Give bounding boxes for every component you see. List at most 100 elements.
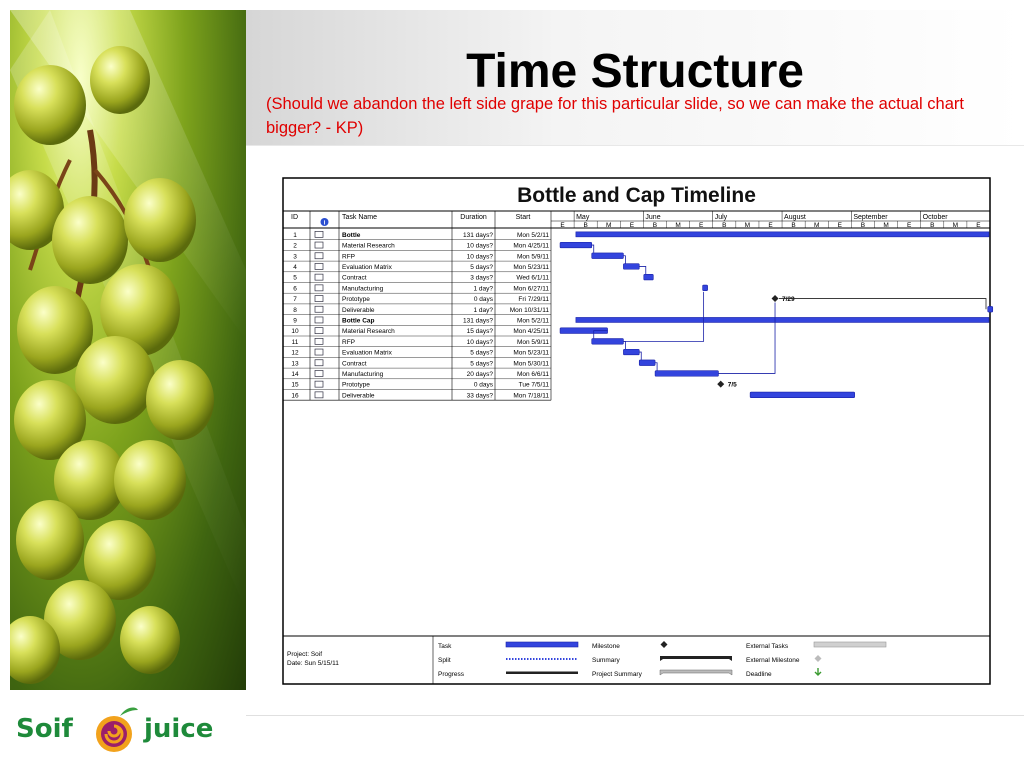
header-background: [246, 10, 1024, 145]
footer-project: Project: Soif: [287, 651, 322, 658]
task-start: Mon 7/18/11: [513, 392, 549, 399]
info-icon: [320, 218, 329, 226]
dependency-link: [593, 330, 608, 339]
task-duration: 1 day?: [473, 285, 493, 292]
month-label-july: July: [715, 214, 728, 221]
subperiod-label: B: [722, 222, 726, 229]
dependency-link: [718, 302, 776, 374]
summary-bar: [575, 317, 990, 323]
header-start: Start: [516, 214, 531, 221]
task-start: Mon 4/25/11: [513, 243, 549, 250]
subperiod-label: E: [838, 222, 843, 229]
task-name: RFP: [342, 339, 355, 346]
task-duration: 33 days?: [467, 392, 494, 399]
task-id: 1: [293, 232, 297, 239]
task-id: 3: [293, 253, 297, 260]
task-duration: 10 days?: [467, 339, 494, 346]
task-duration: 0 days: [474, 382, 494, 389]
task-name: Manufacturing: [342, 285, 384, 292]
task-duration: 10 days?: [467, 243, 494, 250]
task-note-icon: [314, 273, 324, 281]
task-note-icon: [314, 348, 324, 356]
logo-word-right: juice: [144, 714, 214, 744]
footer-date: Date: Sun 5/15/11: [287, 660, 339, 667]
legend-label-external-milestone: External Milestone: [746, 657, 800, 664]
slide-note: (Should we abandon the left side grape f…: [266, 95, 964, 137]
task-name: Deliverable: [342, 392, 375, 399]
task-note-icon: [314, 305, 324, 313]
task-start: Mon 5/9/11: [517, 339, 549, 346]
header-task-name: Task Name: [342, 214, 377, 221]
subperiod-label: E: [907, 222, 912, 229]
subperiod-label: M: [953, 222, 958, 229]
header-duration: Duration: [460, 214, 487, 221]
subperiod-label: E: [560, 222, 565, 229]
milestone-date: 7/29: [782, 296, 795, 303]
task-name: Material Research: [342, 328, 395, 335]
subperiod-label: E: [699, 222, 704, 229]
month-label-september: September: [853, 214, 888, 221]
legend-label-deadline: Deadline: [746, 671, 772, 678]
legend-label-progress: Progress: [438, 671, 465, 678]
task-bar: [654, 370, 719, 377]
legend-label-summary: Summary: [592, 657, 621, 664]
task-id: 16: [291, 392, 299, 399]
task-name: Prototype: [342, 382, 370, 389]
legend-swatch-task: [505, 641, 579, 648]
subperiod-label: E: [976, 222, 981, 229]
task-note-icon: [314, 295, 324, 302]
task-duration: 0 days: [474, 296, 494, 303]
task-bar: [643, 274, 654, 281]
task-name: Evaluation Matrix: [342, 350, 393, 357]
subperiod-label: B: [930, 222, 934, 229]
soif-juice-logo: Soif juice: [14, 704, 234, 756]
dependency-link: [779, 298, 987, 310]
task-name: Contract: [342, 360, 367, 367]
grape-image: [10, 10, 246, 690]
task-name: Contract: [342, 275, 367, 282]
month-label-october: October: [923, 214, 949, 221]
task-note-icon: [314, 359, 324, 367]
task-start: Fri 7/29/11: [518, 296, 549, 303]
task-bar: [591, 338, 624, 345]
task-note-icon: [314, 316, 324, 324]
month-label-june: June: [645, 214, 660, 221]
subperiod-label: E: [630, 222, 635, 229]
task-id: 9: [293, 317, 297, 324]
legend-label-split: Split: [438, 657, 451, 664]
legend-label-project-summary: Project Summary: [592, 671, 643, 678]
task-bar: [638, 359, 656, 366]
legend-swatch-summary: [660, 656, 732, 661]
task-id: 15: [291, 382, 299, 389]
task-id: 12: [291, 350, 299, 357]
legend-label-external-tasks: External Tasks: [746, 643, 789, 650]
task-duration: 5 days?: [470, 350, 493, 357]
task-note-icon: [314, 231, 324, 238]
subperiod-label: M: [814, 222, 819, 229]
subperiod-label: M: [745, 222, 750, 229]
task-duration: 10 days?: [467, 253, 494, 260]
legend-swatch-milestone: [660, 641, 668, 648]
task-bar: [559, 327, 608, 334]
milestone-diamond: [771, 295, 779, 303]
task-id: 14: [291, 371, 299, 378]
task-bar: [749, 391, 855, 398]
summary-bar: [575, 231, 990, 238]
task-note-icon: [314, 284, 324, 292]
subperiod-label: M: [675, 222, 680, 229]
task-name: Bottle: [342, 232, 361, 239]
task-start: Mon 5/2/11: [517, 232, 549, 239]
task-note-icon: [314, 263, 324, 270]
task-name: Evaluation Matrix: [342, 264, 393, 271]
task-id: 6: [293, 285, 297, 292]
task-duration: 5 days?: [470, 360, 493, 367]
task-bar: [987, 306, 994, 313]
task-start: Tue 7/5/11: [519, 382, 550, 389]
slide-title: Time Structure: [466, 45, 804, 98]
task-note-icon: [314, 370, 324, 377]
milestone-diamond: [717, 380, 725, 388]
task-duration: 131 days?: [463, 232, 493, 239]
task-note-icon: [314, 338, 324, 345]
task-start: Mon 5/23/11: [513, 264, 549, 271]
task-start: Mon 5/2/11: [517, 317, 549, 324]
